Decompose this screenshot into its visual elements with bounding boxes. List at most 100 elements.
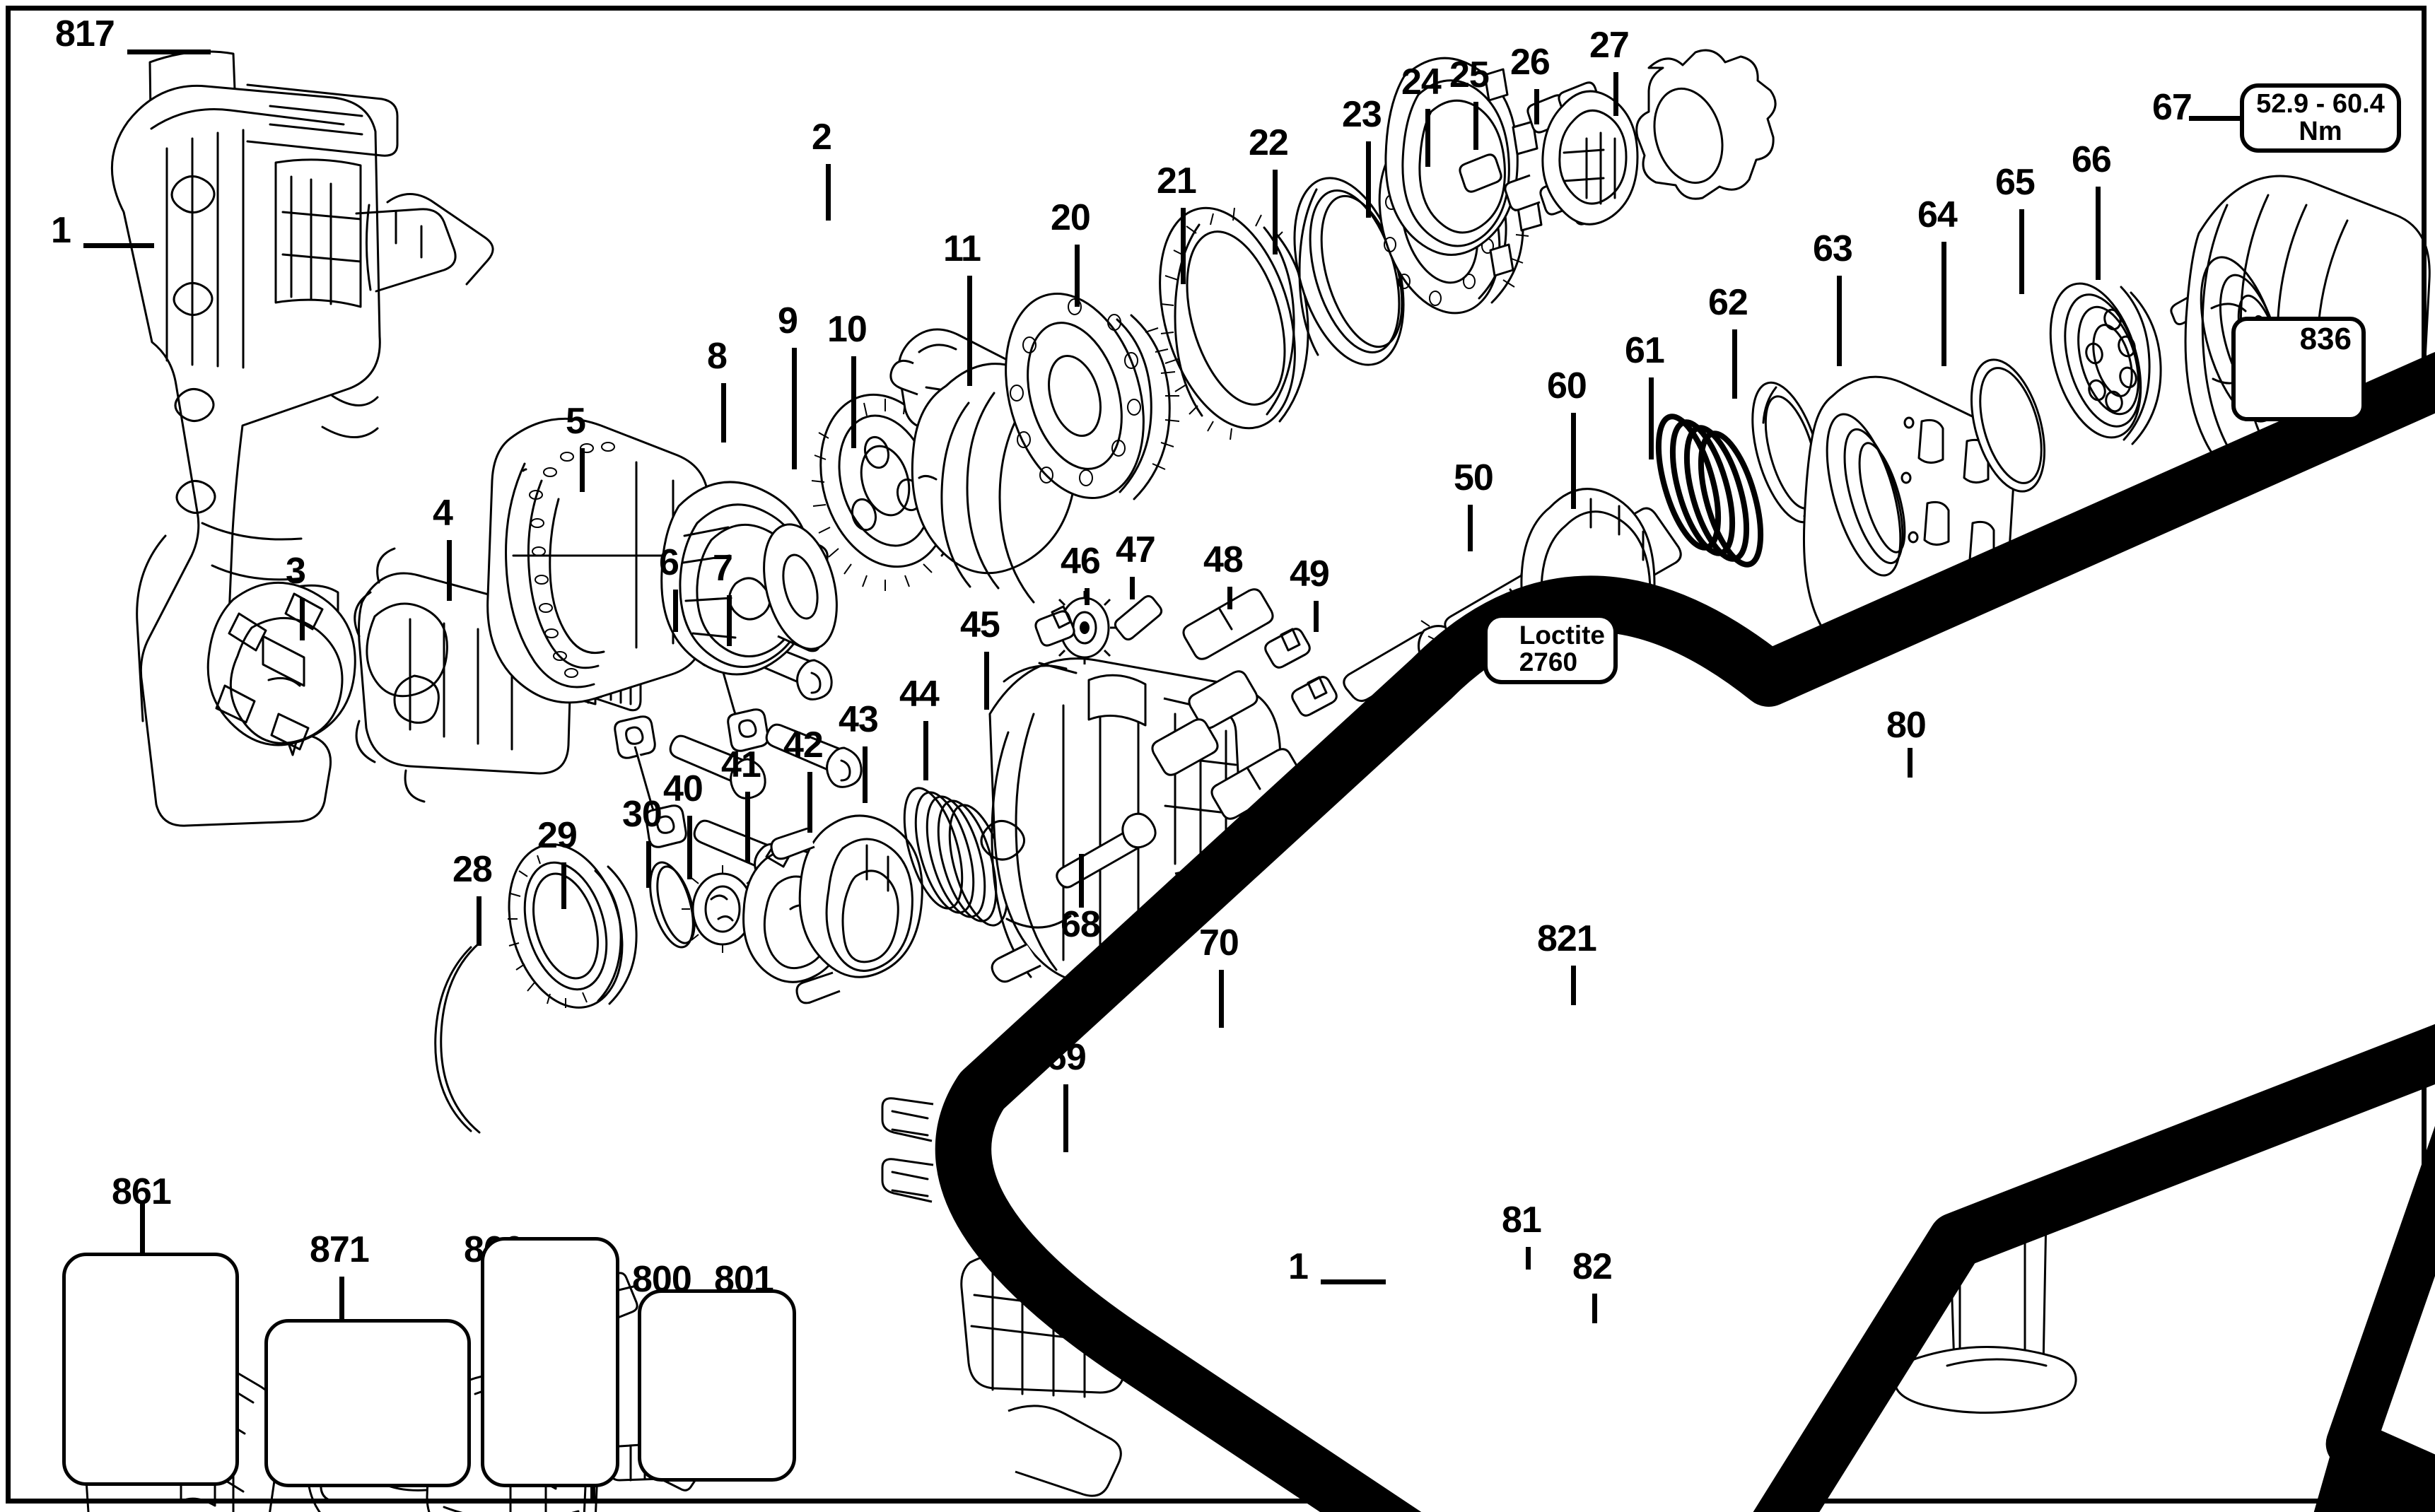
callout-29: 29 [537,815,578,856]
callout-1-left: 1 [51,210,71,251]
leader-42 [807,772,812,833]
callout-24: 24 [1401,61,1442,102]
callout-64: 64 [1917,194,1958,235]
torque-spec-box: 52.9 - 60.4 Nm [2240,83,2401,153]
leader-70 [1219,970,1224,1028]
leader-43 [863,746,868,803]
leader-1-left [83,243,154,248]
callout-80: 80 [1886,705,1927,746]
loctite-brand: Loctite [1519,621,1605,650]
callout-2: 2 [812,117,832,158]
kit-box-800-801 [638,1289,796,1482]
callout-69: 69 [1046,1037,1087,1078]
torque-value: 52.9 - 60.4 [2256,89,2385,119]
leader-27 [1613,72,1618,116]
torque-unit: Nm [2299,117,2342,146]
callout-7: 7 [713,548,733,589]
callout-48: 48 [1203,539,1244,580]
leader-49 [1314,601,1319,632]
callout-66: 66 [2072,139,2112,180]
leader-26 [1534,89,1539,124]
callout-6: 6 [659,542,679,583]
leader-4 [447,540,452,601]
leader-68 [1079,854,1084,908]
callout-81: 81 [1502,1200,1542,1241]
callout-49: 49 [1290,553,1330,594]
leader-20 [1075,245,1080,307]
leader-47 [1130,577,1135,599]
brush-set-icon [2246,0,2435,411]
callout-46: 46 [1061,541,1101,582]
leader-29 [561,862,566,909]
leader-861 [140,1203,145,1253]
leader-21 [1181,208,1186,284]
callout-11: 11 [943,228,981,269]
callout-22: 22 [1249,122,1289,163]
kit-box-871 [264,1319,471,1487]
kit-box-861 [62,1253,239,1486]
callout-47: 47 [1116,529,1156,570]
kit-box-866-867 [481,1237,619,1487]
leader-65 [2019,209,2024,294]
callout-82: 82 [1572,1246,1613,1287]
kit-836-label: 836 [2299,322,2352,356]
callout-40: 40 [663,768,703,809]
callout-10: 10 [827,309,868,350]
leader-41 [745,792,750,862]
callout-20: 20 [1051,197,1091,238]
callout-43: 43 [839,699,879,740]
leader-45 [984,652,989,710]
callout-821: 821 [1537,918,1597,959]
kit-836-box: 836 [2231,317,2366,421]
leader-50 [1468,505,1473,551]
callout-67: 67 [2152,87,2192,128]
callout-68: 68 [1061,904,1101,945]
leader-81 [1526,1247,1531,1270]
loctite-code: 2760 [1519,647,1578,676]
leader-10 [851,356,856,448]
leader-69 [1063,1084,1068,1152]
callout-3: 3 [286,551,306,592]
leader-48 [1227,587,1232,609]
callout-8: 8 [707,336,728,377]
leader-1-right [1321,1279,1386,1284]
glue-bottle-icon [1495,622,2435,1512]
callout-65: 65 [1995,162,2036,203]
leader-60 [1571,413,1576,509]
leader-66 [2096,187,2101,280]
leader-40 [687,816,692,879]
leader-3 [300,598,305,640]
leader-11 [967,276,972,386]
callout-62: 62 [1708,282,1748,323]
leader-44 [923,721,928,780]
leader-67 [2189,116,2240,121]
callout-70: 70 [1199,922,1239,963]
callout-871: 871 [310,1229,370,1270]
callout-23: 23 [1342,94,1382,135]
callout-817: 817 [55,13,115,54]
callout-27: 27 [1589,25,1630,66]
leader-22 [1273,170,1278,254]
leader-821 [1571,966,1576,1005]
leader-28 [477,896,481,946]
leader-7 [727,595,732,646]
leader-9 [792,348,797,469]
leader-82 [1592,1294,1597,1323]
callout-28: 28 [452,849,493,890]
leader-30 [646,841,651,888]
callout-61: 61 [1625,330,1665,371]
leader-817 [127,49,211,54]
callout-25: 25 [1449,54,1490,95]
loctite-box: Loctite 2760 [1483,614,2435,1512]
copyright-symbol: © [2375,1448,2400,1484]
leader-6 [673,590,678,632]
callout-9: 9 [778,300,798,341]
leader-62 [1732,329,1737,399]
leader-25 [1473,102,1478,150]
leader-2 [826,164,831,221]
callout-63: 63 [1813,228,1853,269]
leader-5 [580,448,585,492]
callout-30: 30 [622,794,662,835]
leader-24 [1425,109,1430,167]
